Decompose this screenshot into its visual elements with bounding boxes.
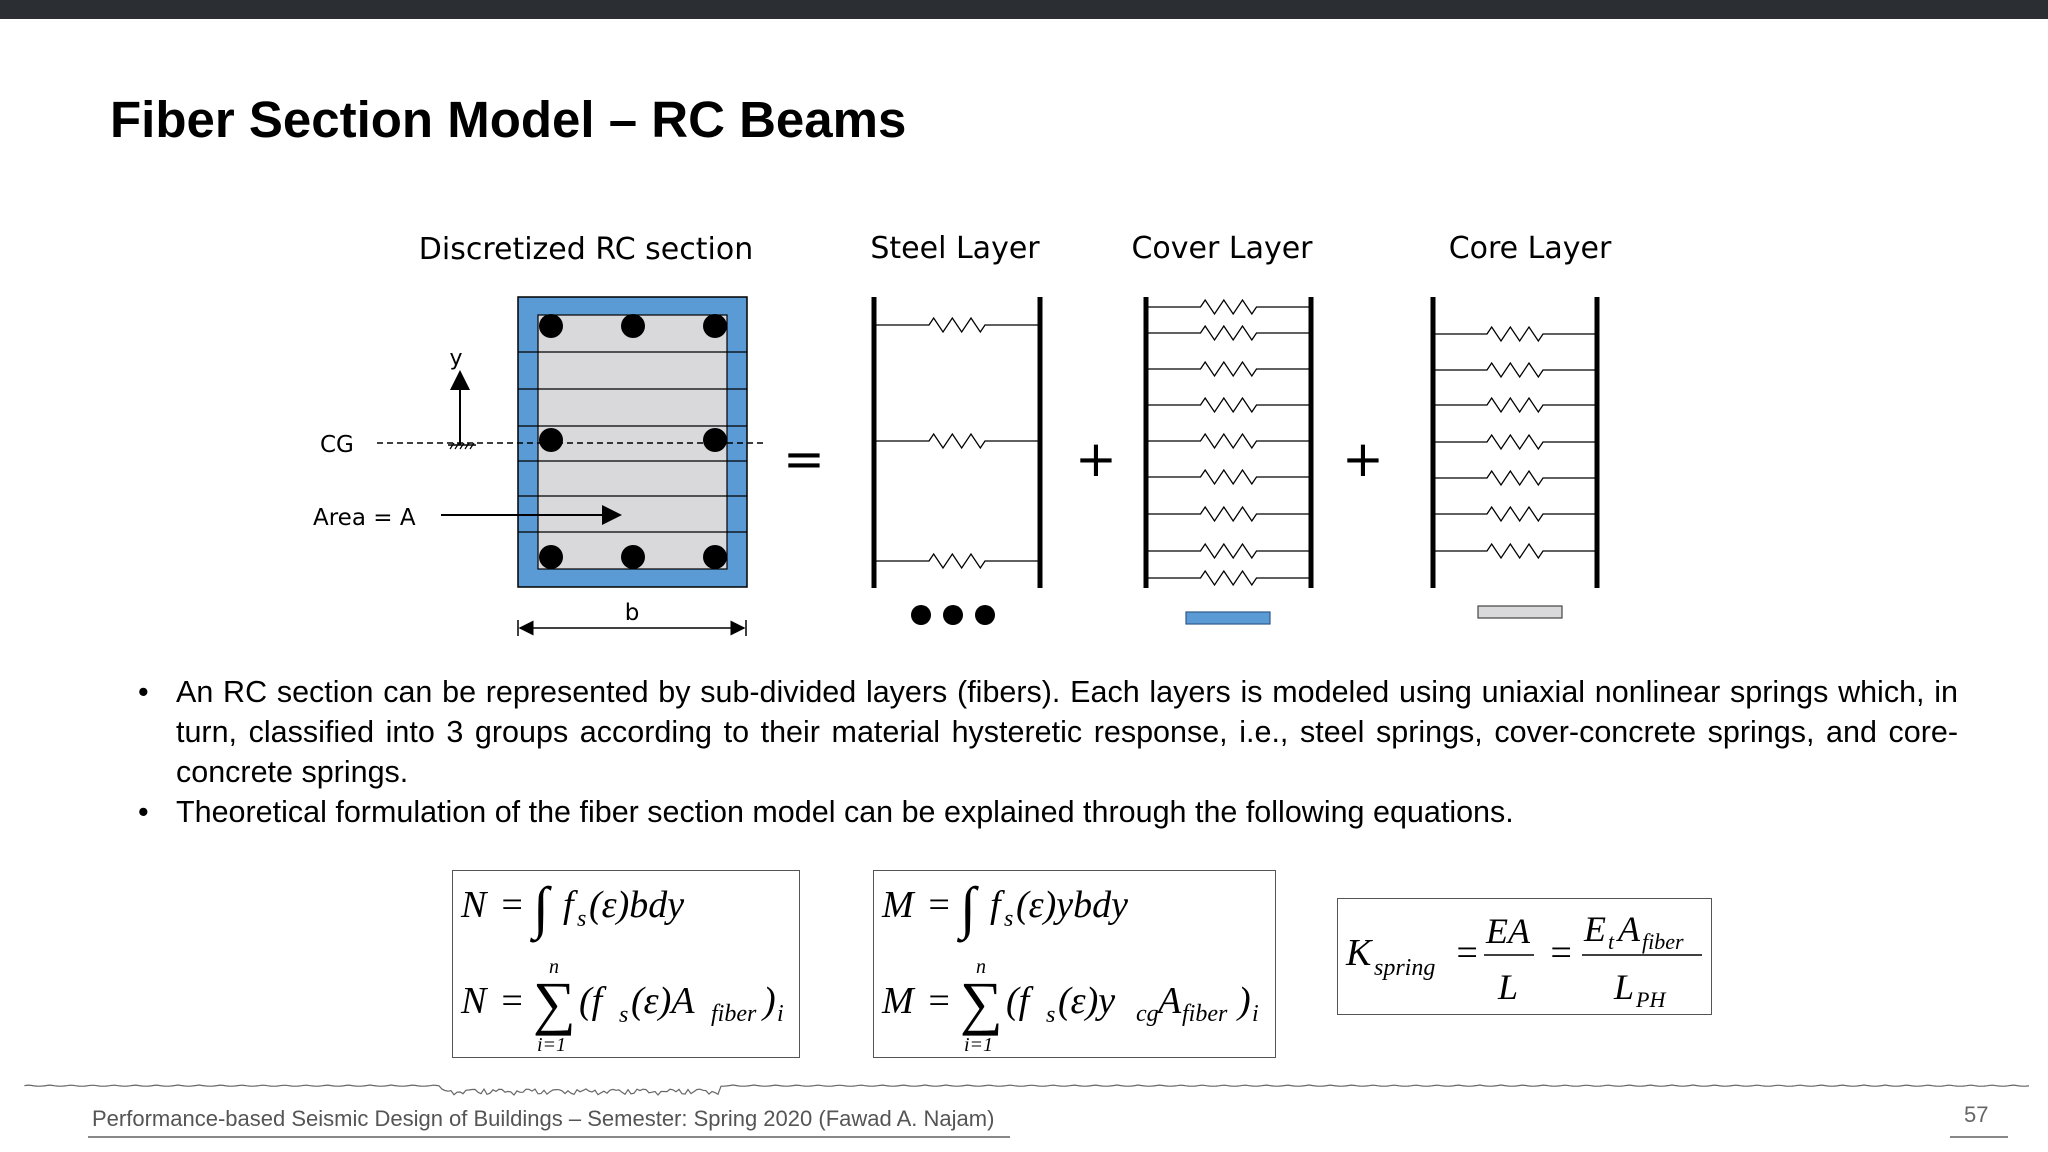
bullet-list: An RC section can be represented by sub-… bbox=[138, 672, 1958, 832]
bullet-item: Theoretical formulation of the fiber sec… bbox=[138, 792, 1958, 832]
section-label: Discretized RC section bbox=[419, 232, 753, 267]
svg-text:s: s bbox=[1046, 1002, 1055, 1028]
y-axis-label: y bbox=[449, 346, 462, 371]
svg-text:n: n bbox=[549, 956, 559, 978]
cover-layer-label: Cover Layer bbox=[1131, 231, 1313, 266]
core-concrete-symbol bbox=[1477, 605, 1563, 619]
svg-text:A: A bbox=[1616, 909, 1641, 949]
svg-text:A: A bbox=[1155, 980, 1182, 1022]
svg-text:s: s bbox=[577, 906, 586, 932]
steel-layer-diagram bbox=[871, 297, 1043, 588]
svg-text:K: K bbox=[1345, 932, 1373, 974]
svg-text:f: f bbox=[563, 884, 578, 926]
page-number-rule bbox=[1950, 1136, 2008, 1138]
page-number: 57 bbox=[1964, 1102, 1989, 1127]
svg-text:(ε)bdy: (ε)bdy bbox=[589, 884, 684, 926]
b-dimension-label: b bbox=[625, 600, 640, 626]
svg-text:N: N bbox=[460, 980, 489, 1022]
steel-layer-label: Steel Layer bbox=[870, 231, 1040, 266]
svg-text:spring: spring bbox=[1374, 955, 1435, 981]
equals-sign: = bbox=[783, 430, 825, 488]
svg-text:n: n bbox=[976, 956, 986, 978]
cg-label: CG bbox=[320, 432, 354, 458]
svg-text:i: i bbox=[777, 1001, 784, 1027]
svg-text:=: = bbox=[499, 980, 525, 1022]
top-bar bbox=[0, 0, 2048, 19]
svg-text:=: = bbox=[926, 884, 952, 926]
svg-text:i=1: i=1 bbox=[964, 1034, 993, 1056]
svg-text:L: L bbox=[1613, 967, 1634, 1007]
svg-text:∫: ∫ bbox=[956, 875, 979, 943]
svg-text:fiber: fiber bbox=[1182, 1001, 1228, 1027]
core-layer-label: Core Layer bbox=[1449, 231, 1612, 266]
cover-concrete-symbol bbox=[1185, 611, 1271, 625]
svg-text:(f: (f bbox=[1006, 980, 1034, 1022]
svg-text:PH: PH bbox=[1635, 987, 1666, 1012]
equation-spring-stiffness: K spring = EA L = E t A fiber L PH bbox=[1337, 898, 1712, 1015]
svg-text:M: M bbox=[881, 884, 916, 926]
bullet-item: An RC section can be represented by sub-… bbox=[138, 672, 1958, 792]
equation-moment: M = ∫ f s (ε)ybdy M = ∑ n i=1 (f s (ε)y … bbox=[873, 870, 1276, 1058]
svg-text:=: = bbox=[499, 884, 525, 926]
svg-text:fiber: fiber bbox=[711, 1001, 757, 1027]
plus-sign-1: + bbox=[1075, 430, 1117, 488]
slide-title: Fiber Section Model – RC Beams bbox=[110, 91, 907, 148]
footer-rule bbox=[88, 1136, 1010, 1138]
svg-text:f: f bbox=[990, 884, 1005, 926]
svg-text:): ) bbox=[761, 980, 776, 1022]
svg-text:(ε)ybdy: (ε)ybdy bbox=[1016, 884, 1128, 926]
svg-text:E: E bbox=[1583, 909, 1606, 949]
fiber-section-figure: Discretized RC section Steel Layer Cover… bbox=[313, 231, 1612, 636]
svg-text:(ε)y: (ε)y bbox=[1058, 980, 1115, 1022]
core-layer-diagram bbox=[1430, 297, 1600, 588]
equation-axial-force: N = ∫ f s (ε)bdy N = ∑ n i=1 (f s (ε)A f… bbox=[452, 870, 800, 1058]
svg-text:): ) bbox=[1236, 980, 1251, 1022]
steel-bars-symbol bbox=[911, 605, 995, 625]
svg-text:=: = bbox=[1454, 932, 1480, 974]
audio-waveform bbox=[24, 1084, 2030, 1096]
svg-text:fiber: fiber bbox=[1642, 929, 1684, 954]
rc-section bbox=[517, 296, 748, 588]
svg-text:(f: (f bbox=[579, 980, 607, 1022]
svg-text:L: L bbox=[1497, 967, 1518, 1007]
svg-text:(ε)A: (ε)A bbox=[631, 980, 695, 1022]
plus-sign-2: + bbox=[1342, 430, 1384, 488]
svg-text:s: s bbox=[1004, 906, 1013, 932]
svg-text:=: = bbox=[926, 980, 952, 1022]
svg-text:=: = bbox=[1548, 932, 1574, 974]
footer-text: Performance-based Seismic Design of Buil… bbox=[92, 1106, 995, 1131]
svg-text:cg: cg bbox=[1136, 1001, 1159, 1027]
svg-text:EA: EA bbox=[1485, 911, 1531, 951]
svg-text:s: s bbox=[619, 1002, 628, 1028]
svg-text:∑: ∑ bbox=[960, 970, 1003, 1036]
svg-text:∫: ∫ bbox=[529, 875, 552, 943]
svg-text:∑: ∑ bbox=[533, 970, 576, 1036]
svg-text:N: N bbox=[460, 884, 489, 926]
svg-text:t: t bbox=[1608, 929, 1615, 954]
svg-text:i: i bbox=[1252, 1001, 1259, 1027]
cover-layer-diagram bbox=[1143, 297, 1314, 588]
svg-text:i=1: i=1 bbox=[537, 1034, 566, 1056]
svg-text:M: M bbox=[881, 980, 916, 1022]
area-label: Area = A bbox=[313, 505, 416, 531]
